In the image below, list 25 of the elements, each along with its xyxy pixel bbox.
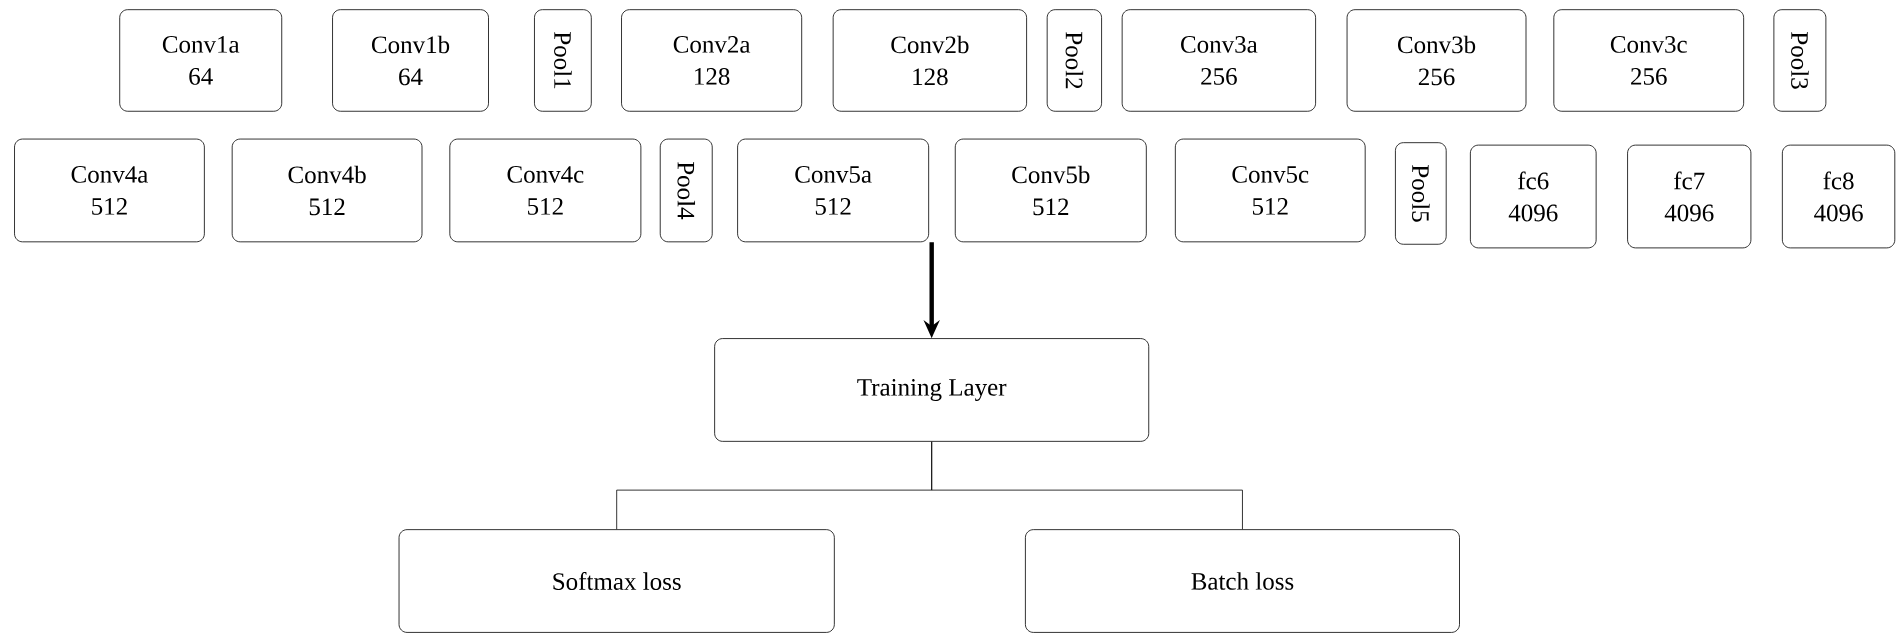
- connector-line: [931, 441, 1243, 530]
- layer-box: Conv5c 512: [1174, 138, 1366, 243]
- layer-box: Conv1b 64: [332, 9, 489, 112]
- layer-box: Training Layer: [714, 338, 1150, 442]
- layer-box: Batch loss: [1025, 529, 1460, 633]
- layer-box: Conv3c 256: [1553, 9, 1745, 112]
- pool-box: Pool4: [659, 138, 713, 243]
- layer-box: Conv5b 512: [954, 138, 1147, 243]
- layer-box: fc7 4096: [1627, 144, 1752, 249]
- layer-box: Softmax loss: [398, 529, 835, 633]
- layer-box: fc6 4096: [1469, 144, 1597, 249]
- layer-box: Conv5a 512: [737, 138, 930, 243]
- layer-box: Conv1a 64: [119, 9, 283, 112]
- pool-box: Pool2: [1046, 9, 1102, 112]
- pool-box: Pool5: [1395, 142, 1447, 245]
- layer-box: Conv4b 512: [231, 138, 423, 243]
- layer-box: Conv2a 128: [621, 9, 803, 112]
- layer-box: fc8 4096: [1781, 144, 1896, 249]
- layer-box: Conv4c 512: [449, 138, 642, 243]
- layer-box: Conv3b 256: [1346, 9, 1527, 112]
- layer-box: Conv4a 512: [14, 138, 205, 243]
- pool-box: Pool1: [534, 9, 592, 112]
- layer-box: Conv3a 256: [1121, 9, 1316, 112]
- pool-box: Pool3: [1773, 9, 1827, 112]
- layer-box: Conv2b 128: [832, 9, 1027, 112]
